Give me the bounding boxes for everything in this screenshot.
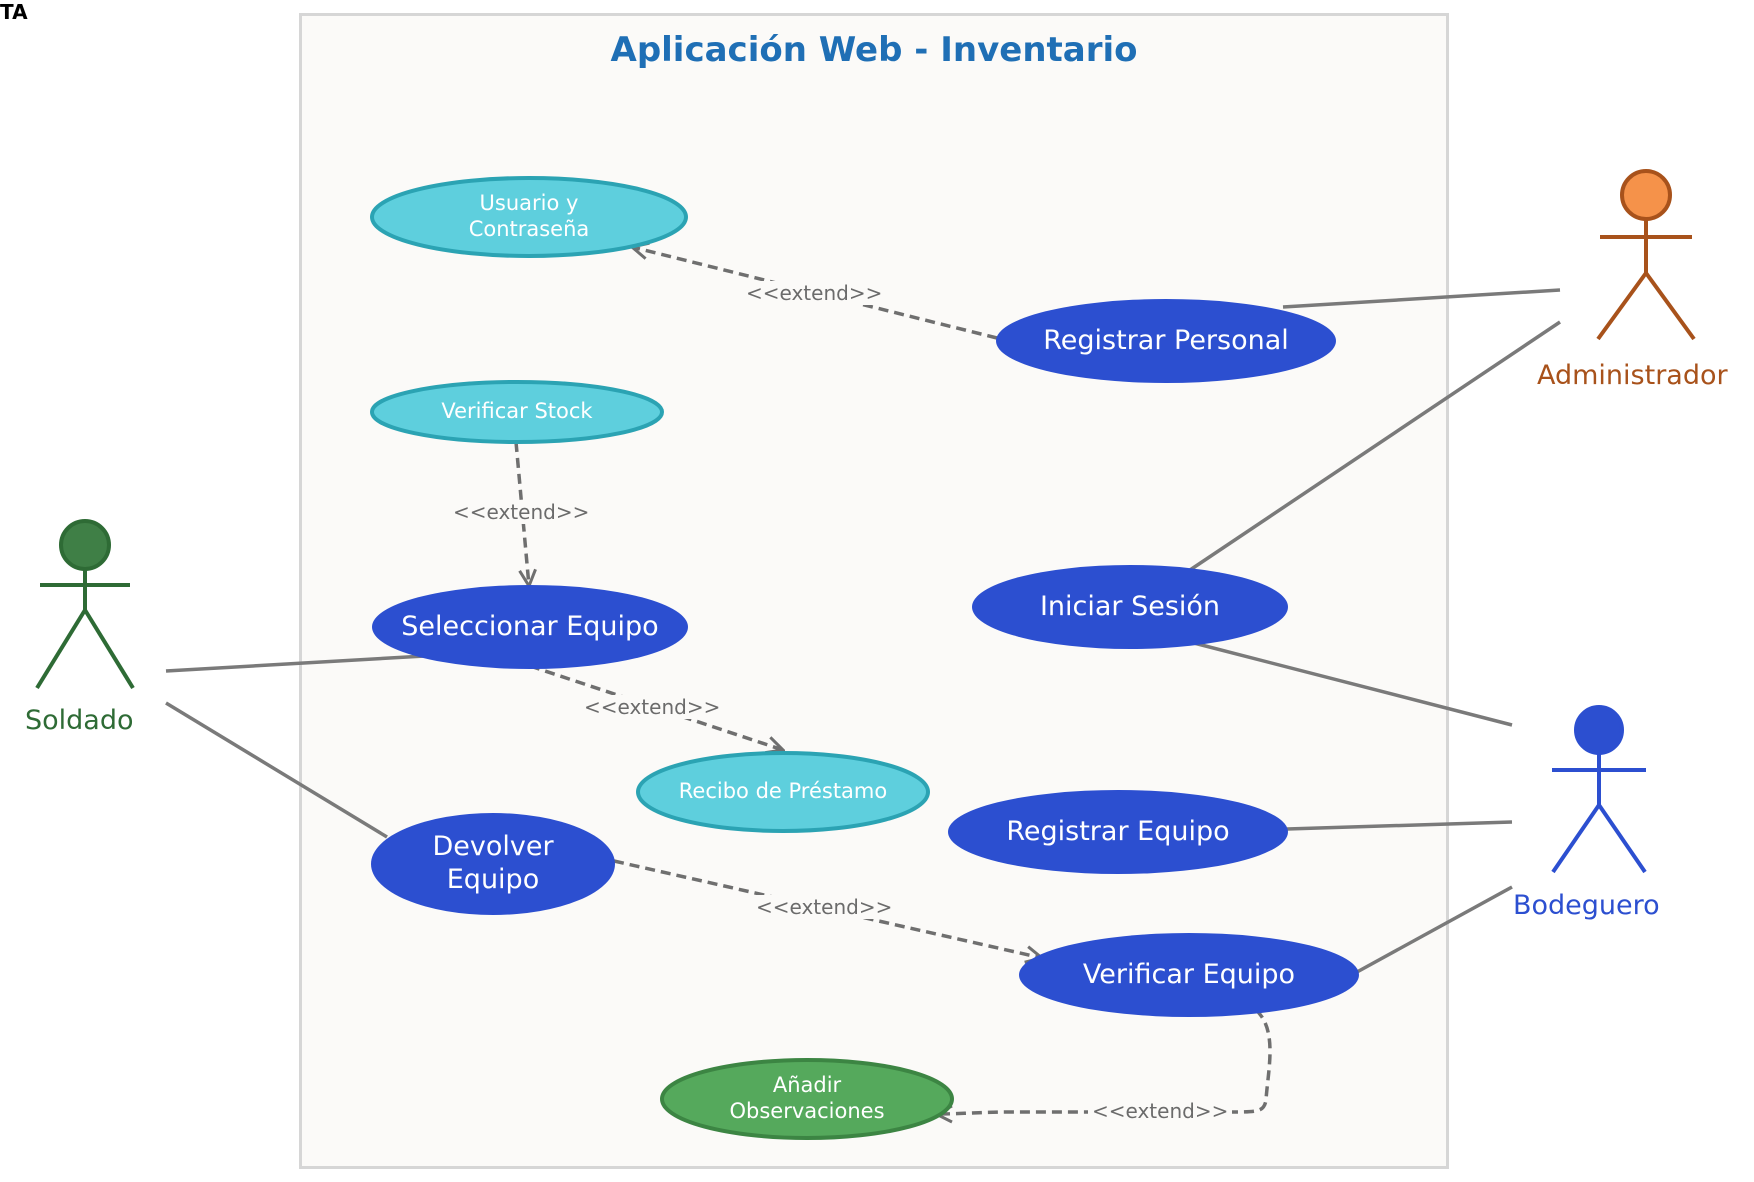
usecase-anadir-observaciones[interactable] (660, 1058, 954, 1140)
usecase-registrar-personal[interactable] (996, 299, 1336, 383)
usecase-seleccionar-equipo[interactable] (372, 585, 688, 669)
usecase-registrar-equipo[interactable] (948, 790, 1288, 874)
associations (165, 288, 1561, 974)
assoc-admin-registrar-personal (1282, 288, 1561, 309)
assoc-bodeguero-registrar-equipo (1286, 820, 1513, 831)
actor-bodeguero-name: Bodeguero (1513, 890, 1660, 921)
actor-administrador-head (1620, 169, 1672, 221)
extend-label-recibo: <<extend>> (580, 695, 725, 719)
extend-label-usuario: <<extend>> (742, 281, 887, 305)
usecase-verificar-equipo[interactable] (1019, 933, 1359, 1017)
usecase-devolver-equipo[interactable] (371, 813, 615, 915)
assoc-soldado-devolver-equipo (165, 701, 388, 839)
assoc-bodeguero-verificar-equipo (1356, 885, 1513, 974)
extend-arrow-usuario (632, 247, 998, 340)
assoc-admin-iniciar-sesion (1189, 320, 1561, 572)
actor-bodeguero[interactable] (1551, 705, 1647, 874)
actor-soldado[interactable] (35, 519, 135, 690)
actor-administrador[interactable] (1596, 169, 1696, 341)
corner-mark: TA (0, 0, 28, 24)
actor-soldado-name: Soldado (25, 705, 134, 736)
extend-label-verificar: <<extend>> (752, 895, 897, 919)
assoc-bodeguero-iniciar-sesion (1189, 640, 1513, 727)
assoc-soldado-seleccionar-equipo (165, 654, 426, 673)
extend-label-stock: <<extend>> (449, 500, 594, 524)
system-title: Aplicación Web - Inventario (610, 30, 1138, 70)
extend-arrow-observaciones (936, 1008, 1272, 1114)
usecase-iniciar-sesion[interactable] (972, 565, 1288, 649)
extend-arrow-verificar (613, 859, 1042, 958)
usecase-verificar-stock[interactable] (370, 380, 664, 444)
usecase-recibo-prestamo[interactable] (636, 751, 930, 833)
usecase-usuario-contrasena[interactable] (370, 176, 688, 258)
actor-bodeguero-head (1574, 705, 1624, 755)
extend-label-observaciones: <<extend>> (1088, 1099, 1233, 1123)
actor-administrador-name: Administrador (1537, 360, 1728, 391)
actor-soldado-head (59, 519, 111, 571)
